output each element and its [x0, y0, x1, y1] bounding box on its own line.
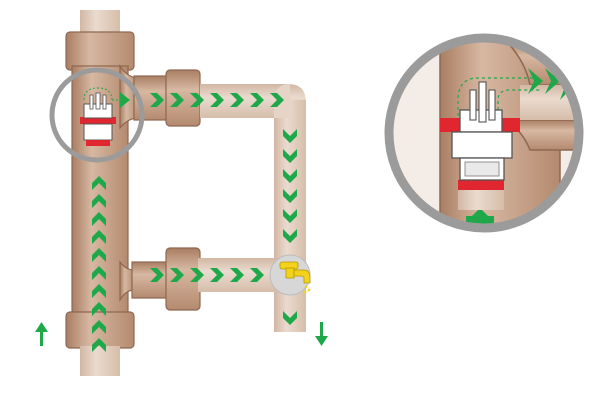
magnifier-detail — [384, 33, 584, 233]
down-arrow-icon — [315, 322, 328, 346]
faucet-outlet — [269, 254, 311, 296]
up-arrow-icon — [35, 322, 48, 346]
faucet-icon — [279, 261, 311, 284]
lower-tee-branch — [119, 247, 280, 311]
vertical-supply-pipe — [65, 10, 135, 376]
valve-cartridge — [49, 67, 145, 163]
magnifier-ring — [384, 33, 584, 233]
upper-tee-branch — [119, 64, 290, 130]
magnifier-source-ring — [49, 67, 145, 163]
